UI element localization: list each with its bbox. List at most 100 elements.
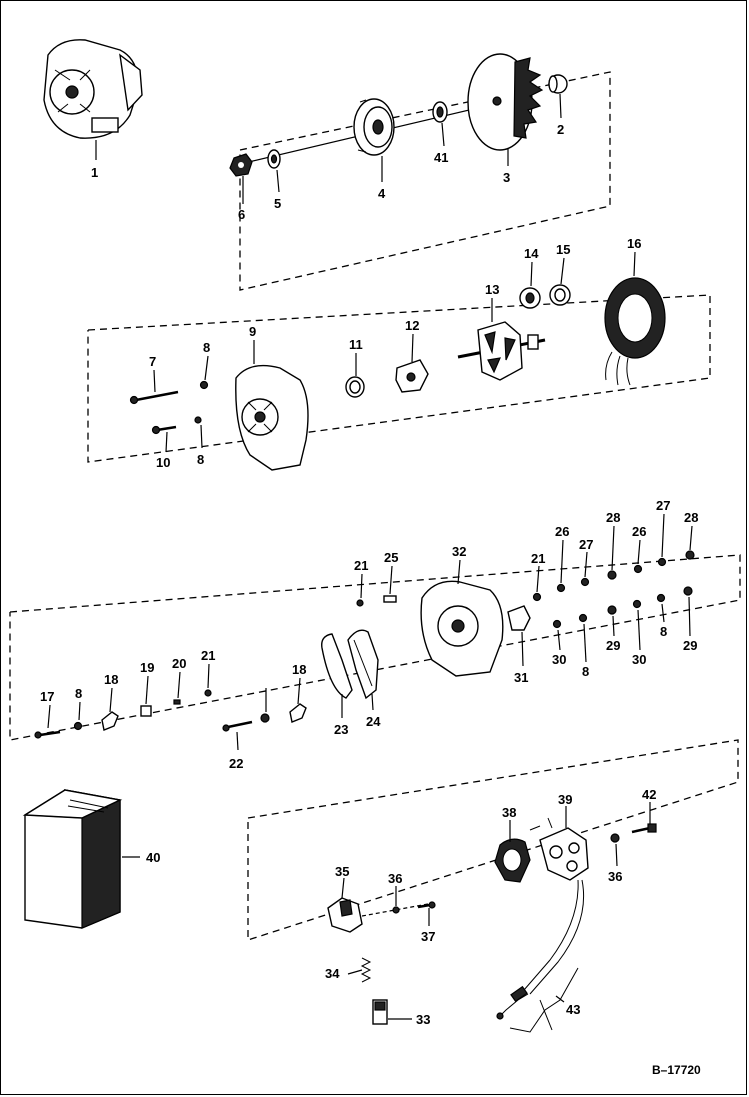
bolt-part-7[interactable] (129, 390, 179, 405)
washer-part-8-c[interactable] (73, 721, 83, 731)
callout-27-b: 27 (656, 498, 670, 513)
screw-part-17[interactable] (34, 730, 61, 739)
callout-30-a: 30 (552, 652, 566, 667)
leader-14 (530, 261, 533, 287)
fan-part-3[interactable] (467, 53, 544, 151)
regulator-part-39[interactable] (523, 817, 589, 995)
leader-8d (583, 623, 587, 663)
washer-part-8-lower[interactable] (194, 416, 202, 424)
leader-8c (78, 701, 81, 721)
brush-holder-part-35[interactable] (327, 897, 363, 933)
callout-36-b: 36 (608, 869, 622, 884)
rotor-part-13[interactable] (457, 321, 546, 381)
harness-part-43[interactable] (496, 967, 579, 1033)
leader-25 (389, 565, 393, 595)
washer-part-28-b[interactable] (685, 550, 695, 560)
callout-labels: 1 2 3 4 5 6 41 7 8 9 10 8 11 12 13 14 15… (40, 122, 701, 1077)
callout-35: 35 (335, 864, 349, 879)
washer-part-29-b[interactable] (683, 586, 693, 596)
washer-part-5[interactable] (267, 149, 281, 169)
leader-15 (560, 257, 565, 285)
drive-end-housing-part-9[interactable] (235, 364, 309, 471)
stator-part-16[interactable] (604, 277, 666, 386)
terminal-stud-part-31[interactable] (507, 605, 531, 631)
washer-part-27-a[interactable] (580, 577, 590, 587)
leader-18b (297, 677, 301, 705)
leader-26a (560, 539, 564, 584)
callout-26-b: 26 (632, 524, 646, 539)
gasket-part-38[interactable] (494, 838, 531, 883)
spacer-part-20[interactable] (173, 699, 181, 705)
washer-part-30-b[interactable] (632, 599, 642, 609)
leader-5 (276, 169, 280, 193)
callout-41: 41 (434, 150, 448, 165)
spring-part-34[interactable] (360, 957, 372, 983)
leader-43 (555, 995, 565, 1003)
washer-part-36-a[interactable] (392, 906, 400, 914)
kit-box-part-40[interactable] (22, 789, 123, 929)
leader-8b (200, 424, 203, 449)
washer-part-36-b[interactable] (610, 833, 620, 843)
callout-2: 2 (557, 122, 564, 137)
spacer-part-41[interactable] (432, 101, 448, 123)
washer-part-8-upper[interactable] (199, 380, 209, 390)
bolt-part-10[interactable] (151, 425, 177, 435)
washer-part-8-d[interactable] (578, 613, 588, 623)
callout-31: 31 (514, 670, 528, 685)
callout-38: 38 (502, 805, 516, 820)
callout-30-b: 30 (632, 652, 646, 667)
leader-18a (109, 687, 113, 713)
callout-6: 6 (238, 207, 245, 222)
bushing-part-2[interactable] (548, 74, 568, 94)
screw-part-22[interactable] (222, 720, 253, 732)
washer-part-26-a[interactable] (556, 583, 566, 593)
nut-part-21-right[interactable] (532, 592, 542, 602)
callout-8-d: 8 (582, 664, 589, 679)
leader-21c (536, 565, 540, 593)
ring-part-15[interactable] (549, 284, 571, 306)
callout-7: 7 (149, 354, 156, 369)
washer-part-unlabeled[interactable] (260, 713, 270, 723)
washer-part-26-b[interactable] (633, 564, 643, 574)
pulley-part-4[interactable] (353, 98, 395, 156)
callout-22: 22 (229, 756, 243, 771)
screw-part-37[interactable] (417, 901, 436, 909)
callout-15: 15 (556, 242, 570, 257)
bracket-part-18-right[interactable] (289, 703, 307, 723)
alternator-assembly-part[interactable] (43, 39, 143, 139)
washer-part-8-e[interactable] (656, 593, 666, 603)
washer-part-30-a[interactable] (552, 619, 562, 629)
terminal-part-19[interactable] (140, 705, 152, 717)
shield-part-24[interactable] (347, 629, 379, 700)
callout-3: 3 (503, 170, 510, 185)
callout-8-c: 8 (75, 686, 82, 701)
group-outline-housing (9, 554, 741, 741)
bearing-part-14[interactable] (519, 287, 541, 309)
washer-part-27-b[interactable] (657, 557, 667, 567)
washer-part-28-a[interactable] (607, 570, 617, 580)
screw-part-42[interactable] (631, 823, 657, 834)
leader-12 (411, 333, 414, 363)
washer-part-29-a[interactable] (607, 605, 617, 615)
bearing-part-11[interactable] (345, 376, 365, 398)
brush-part-33[interactable] (372, 999, 388, 1025)
nut-part-21-mid[interactable] (356, 599, 364, 607)
pin-part-25[interactable] (383, 595, 397, 603)
bracket-part-18-left[interactable] (101, 711, 119, 731)
nut-part-6[interactable] (229, 153, 253, 177)
leader-28b (689, 525, 693, 551)
leader-10 (165, 431, 168, 453)
leader-34 (347, 969, 363, 975)
retainer-plate-part-12[interactable] (395, 359, 429, 393)
callout-24: 24 (366, 714, 381, 729)
cover-part-23[interactable] (321, 633, 353, 699)
leader-21a (207, 663, 210, 689)
callout-18-a: 18 (104, 672, 118, 687)
callout-13: 13 (485, 282, 499, 297)
nut-part-21-left[interactable] (204, 689, 212, 697)
leader-8a (204, 355, 209, 381)
figure-reference: B–17720 (652, 1063, 701, 1077)
slip-ring-end-housing-part-32[interactable] (420, 580, 504, 677)
callout-1: 1 (91, 165, 98, 180)
leader-24 (371, 693, 374, 711)
